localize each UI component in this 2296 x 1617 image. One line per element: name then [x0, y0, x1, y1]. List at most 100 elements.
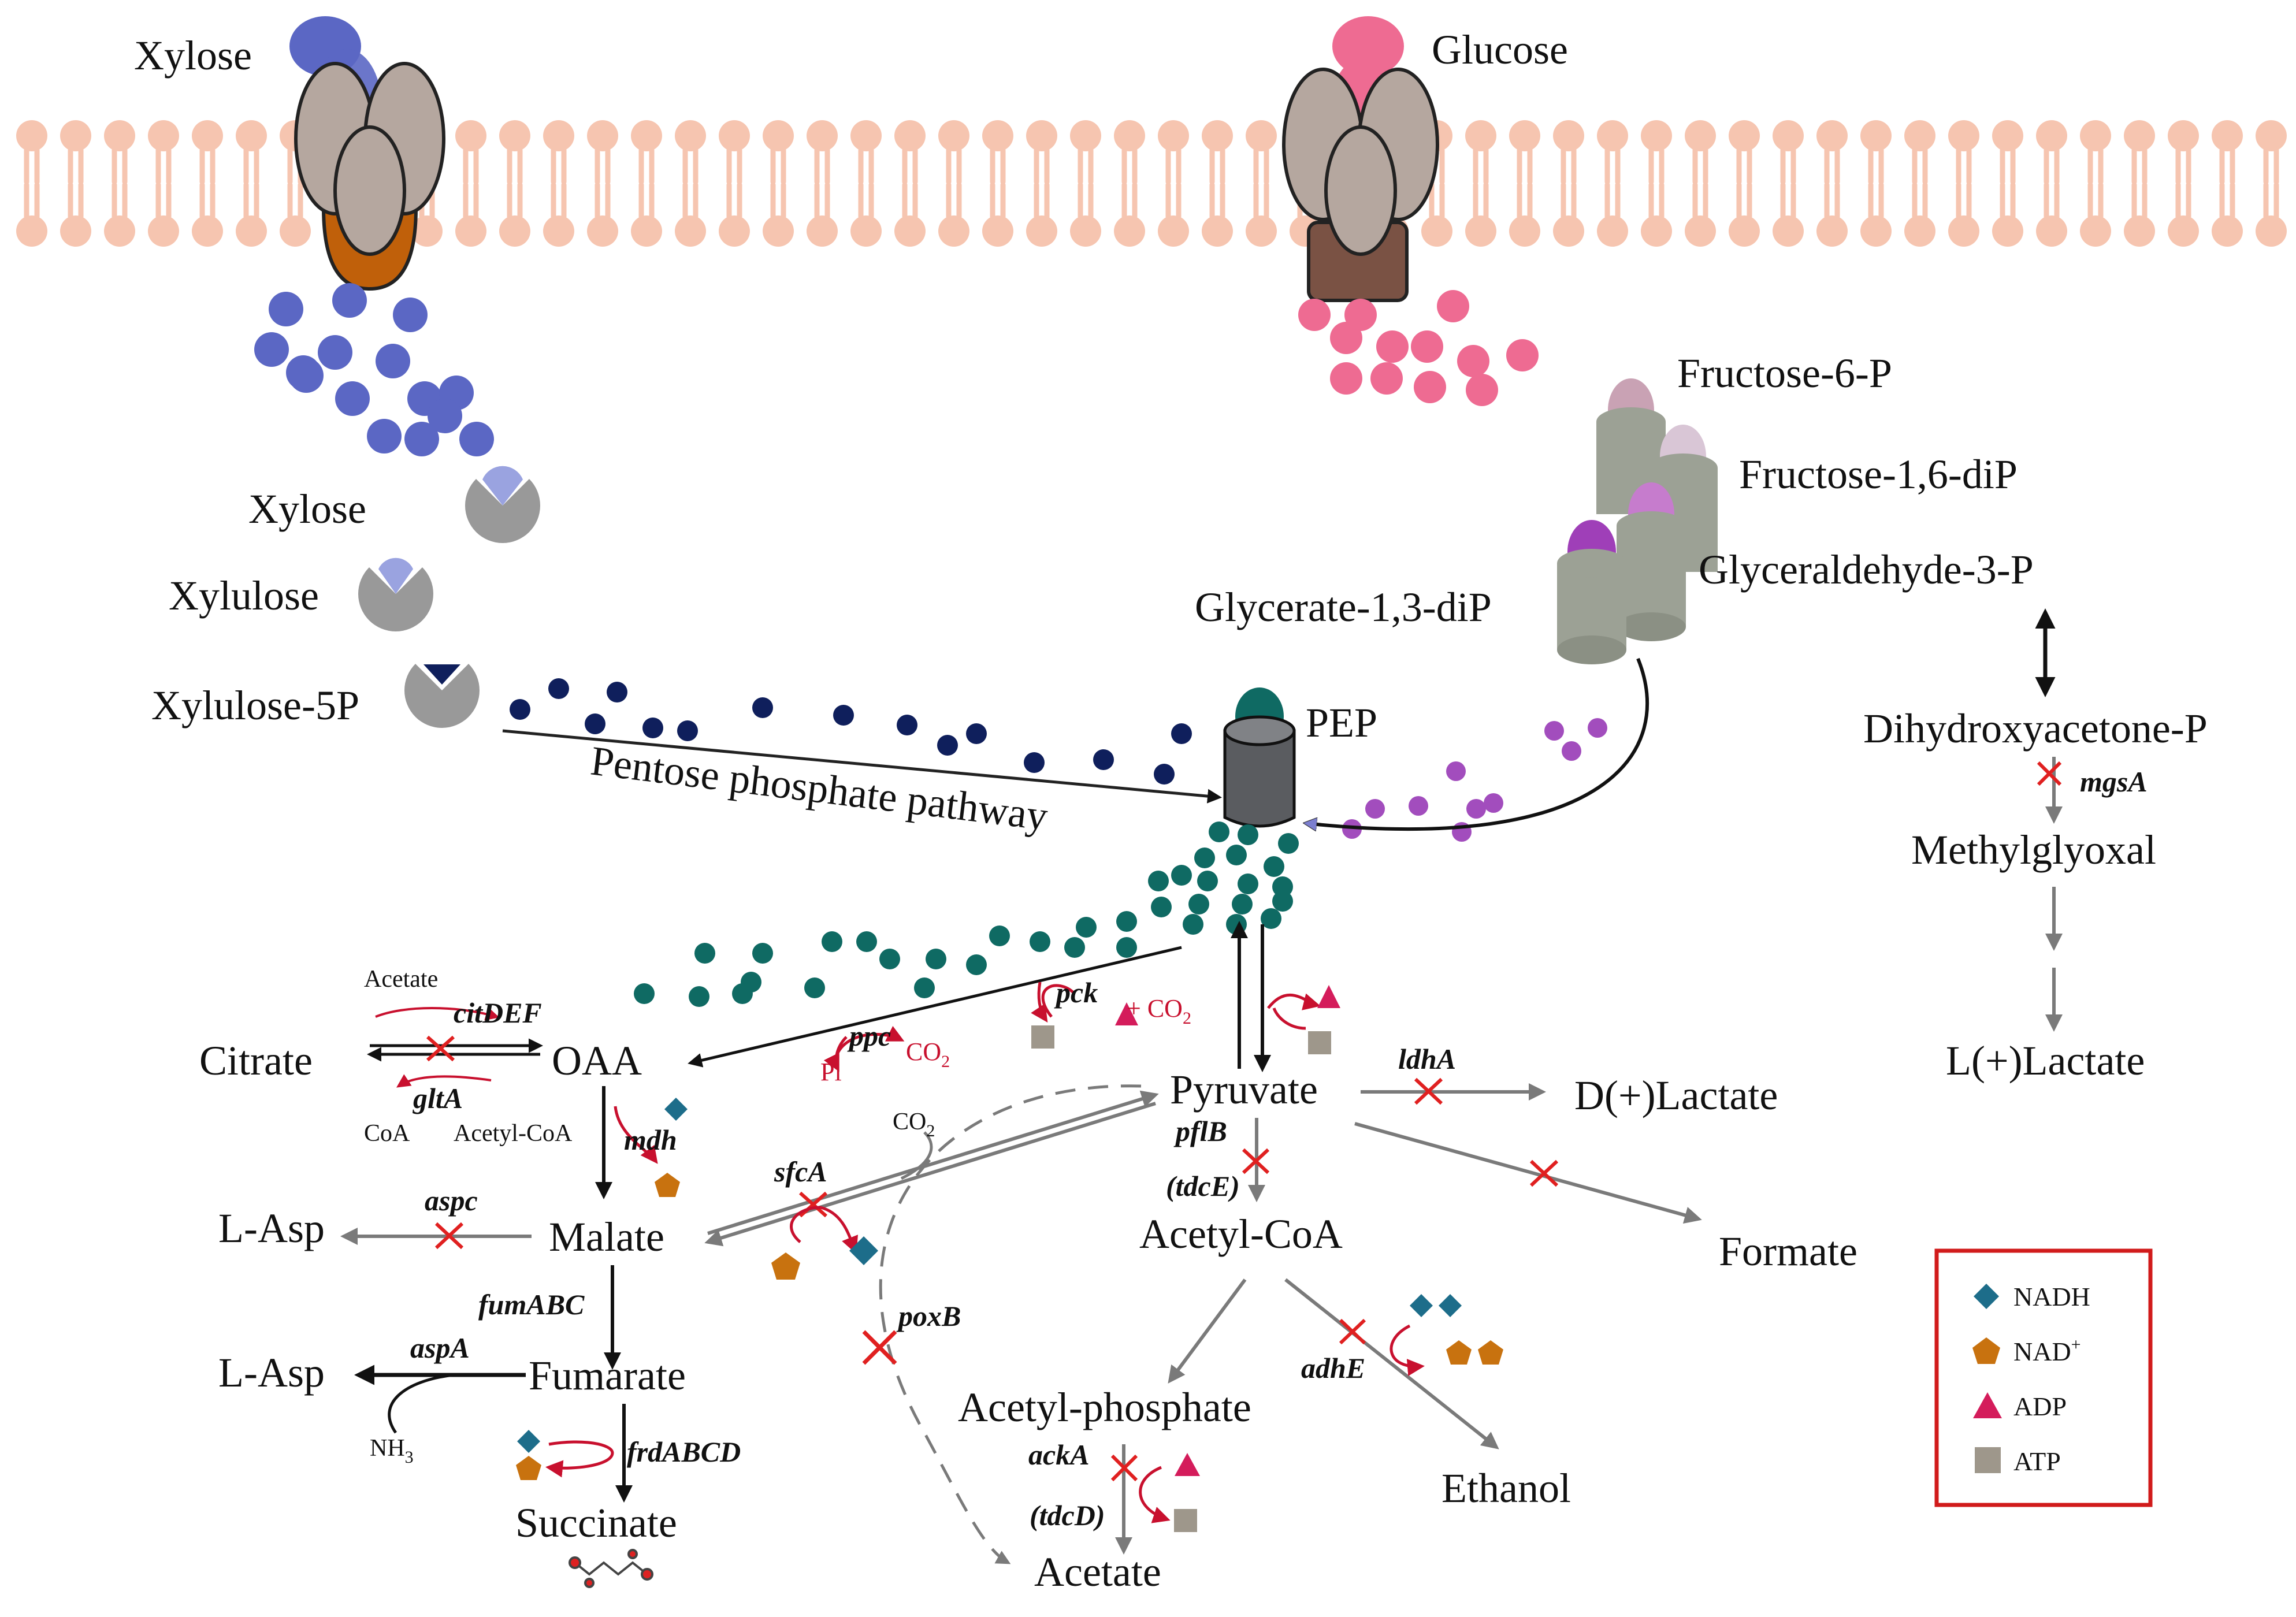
xylose-intracellular	[465, 466, 540, 543]
svg-text:NAD+: NAD+	[2013, 1335, 2081, 1366]
d-lactate-label: D(+)Lactate	[1574, 1072, 1778, 1118]
gene-poxb: poxB	[896, 1300, 961, 1332]
acetate-label: Acetate	[1034, 1549, 1161, 1595]
atp-icon-pyk	[1308, 1031, 1331, 1054]
formate-knockout-icon	[1529, 1159, 1559, 1187]
gene-aspc: aspc	[425, 1184, 478, 1217]
gene-ppc: ppc	[847, 1020, 891, 1052]
svg-text:NH3: NH3	[370, 1435, 414, 1467]
formate-label: Formate	[1719, 1228, 1857, 1274]
glycolysis-cylinders	[1557, 378, 1718, 664]
xylose-dots-inside	[254, 283, 494, 456]
adp-icon-acka	[1175, 1453, 1200, 1476]
glucose-dots-inside	[1298, 290, 1539, 406]
nadh-icon-mdh	[664, 1098, 688, 1121]
pep-label: PEP	[1306, 700, 1377, 746]
adp-icon-pck	[1115, 1002, 1138, 1025]
sfca-knockout-icon	[799, 1191, 827, 1218]
legend-nad: NAD	[2013, 1337, 2071, 1366]
gene-tdce: (tdcE)	[1166, 1170, 1240, 1202]
gene-mgsa: mgsA	[2080, 765, 2148, 798]
l-asp-1-label: L-Asp	[218, 1205, 325, 1251]
glucose-molecule-outside	[1332, 16, 1404, 76]
gene-aspa: aspA	[410, 1332, 470, 1364]
gene-adhe: adhE	[1301, 1352, 1365, 1384]
adhe-knockout-icon	[1339, 1318, 1366, 1345]
legend-box	[1934, 1248, 2153, 1507]
pi-label: Pi	[820, 1058, 842, 1086]
legend-nadh: NADH	[2013, 1282, 2090, 1311]
legend-atp: ATP	[2013, 1447, 2061, 1476]
xylulose-label: Xylulose	[169, 573, 319, 619]
citdef-knockout-icon	[426, 1035, 455, 1062]
l-lactate-label: L(+)Lactate	[1946, 1038, 2145, 1084]
nadh-icon-adhe-2	[1439, 1294, 1462, 1317]
gene-fumabc: fumABC	[478, 1288, 585, 1321]
legend-nad-sup: +	[2071, 1335, 2081, 1354]
l-asp-2-label: L-Asp	[218, 1350, 325, 1396]
xylose-outside-label: Xylose	[134, 32, 252, 79]
legend-nad-icon	[1972, 1337, 2000, 1364]
gene-tdcd: (tdcD)	[1030, 1499, 1105, 1531]
gene-pflb: pflB	[1173, 1115, 1227, 1147]
acetyl-phosphate-label: Acetyl-phosphate	[958, 1384, 1251, 1430]
acetate-small-label: Acetate	[364, 966, 438, 992]
legend: NADH NAD+ ADP ATP	[1934, 1248, 2153, 1507]
pflb-knockout-icon	[1242, 1148, 1270, 1174]
glycerate-13dp-label: Glycerate-1,3-diP	[1195, 584, 1492, 630]
nad-icon-mdh	[655, 1173, 680, 1197]
glyceraldehyde-3p-label: Glyceraldehyde-3-P	[1699, 547, 2034, 593]
gene-ldha: ldhA	[1398, 1043, 1456, 1075]
xylulose-intracellular	[358, 556, 433, 631]
dhap-label: Dihydroxyacetone-P	[1863, 705, 2208, 752]
acetyl-coa-small-label: Acetyl-CoA	[454, 1120, 573, 1147]
nadh-icon-adhe-1	[1410, 1294, 1433, 1317]
gene-sfca: sfcA	[774, 1155, 827, 1188]
methylglyoxal-label: Methylglyoxal	[1911, 827, 2156, 873]
co2-pck-label: + CO	[1127, 994, 1183, 1023]
citrate-label: Citrate	[199, 1038, 313, 1084]
atp-icon-acka	[1174, 1509, 1197, 1532]
fructose-16dp-label: Fructose-1,6-diP	[1739, 451, 2018, 497]
ppp-label: Pentose phosphate pathway	[588, 737, 1050, 839]
xylose-transporter	[289, 16, 445, 291]
glucose-transporter	[1282, 16, 1439, 302]
co2-pck-sub: 2	[1183, 1009, 1191, 1028]
pep-dots	[634, 821, 1299, 1007]
gene-frdabcd: frdABCD	[627, 1436, 741, 1468]
acetyl-coa-label: Acetyl-CoA	[1139, 1211, 1343, 1257]
atp-icon-pck	[1031, 1025, 1054, 1049]
succinate-molecule-icon	[569, 1549, 653, 1588]
xylose-inside-label: Xylose	[248, 486, 366, 532]
adp-icon-pyk	[1317, 985, 1340, 1008]
ppp-arrow	[502, 729, 1222, 804]
legend-atp-icon	[1975, 1447, 2001, 1473]
nad-icon-adhe-2	[1478, 1340, 1503, 1365]
gene-acka: ackA	[1028, 1438, 1090, 1471]
poxb-dashed-arrow	[879, 1084, 1142, 1564]
co2-ppc-sub: 2	[941, 1052, 950, 1071]
coa-label: CoA	[364, 1120, 410, 1147]
legend-nadh-icon	[1974, 1284, 1999, 1309]
co2-top-label: CO	[893, 1109, 926, 1135]
fructose-6p-label: Fructose-6-P	[1677, 350, 1892, 396]
legend-adp: ADP	[2013, 1392, 2067, 1421]
gene-pck: pck	[1054, 976, 1098, 1009]
pep-oaa-arrow	[688, 946, 1182, 1068]
succinate-label: Succinate	[515, 1500, 677, 1546]
svg-text:+ CO2: + CO2	[1127, 994, 1191, 1028]
fumarate-label: Fumarate	[529, 1352, 686, 1399]
oaa-label: OAA	[552, 1038, 642, 1084]
nad-icon-adhe-1	[1446, 1340, 1472, 1365]
nadh-icon-sfca	[849, 1236, 878, 1265]
gene-glta: gltA	[413, 1082, 463, 1114]
svg-text:CO2: CO2	[906, 1038, 950, 1071]
xylulose5p-intracellular	[404, 653, 480, 728]
acka-knockout-icon	[1110, 1454, 1138, 1482]
aspc-knockout-icon	[434, 1222, 464, 1250]
nadh-icon-frd	[517, 1430, 540, 1453]
legend-adp-icon	[1973, 1392, 2002, 1418]
ethanol-label: Ethanol	[1441, 1465, 1571, 1511]
nh3-label: NH	[370, 1435, 405, 1462]
glycolysis-to-pep-arrow	[1306, 657, 1649, 829]
